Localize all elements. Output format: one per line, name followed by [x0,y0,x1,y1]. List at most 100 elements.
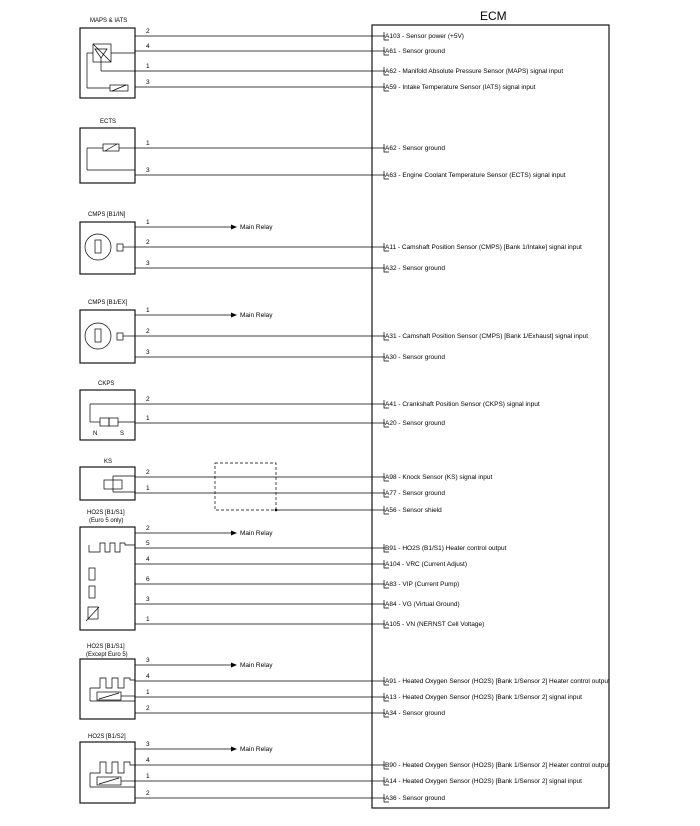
ecm-terminal-label: A62 - Sensor ground [385,145,445,152]
ecm-terminal-label: A59 - Intake Temperature Sensor (IATS) s… [385,84,536,91]
ecm-terminal-label: A32 - Sensor ground [385,265,445,272]
ecm-terminal-label: A62 - Manifold Absolute Pressure Sensor … [385,68,563,75]
ecm-terminal-label: A41 - Crankshaft Position Sensor (CKPS) … [385,401,540,408]
ecm-terminal-label: A105 - VN (NERNST Cell Voltage) [385,621,484,628]
terminal-bracket [383,47,389,56]
pin-number: 3 [146,596,150,603]
terminal-bracket [383,144,389,153]
terminal-bracket [383,353,389,362]
terminal-bracket [383,171,389,180]
terminal-bracket [383,544,389,553]
maps-sensor-box [79,27,136,99]
pin-number: 1 [146,773,150,780]
main-relay-label: Main Relay [240,530,273,537]
pin-number: 1 [146,415,150,422]
ecm-terminal-label: A30 - Sensor ground [385,354,445,361]
terminal-bracket [383,560,389,569]
terminal-bracket [383,794,389,803]
ecm-terminal-label: A13 - Heated Oxygen Sensor (HO2S) [Bank … [385,694,582,701]
ks-sensor-box [79,466,136,501]
ckps-sensor-box [79,389,136,441]
ecm-terminal-label: B90 - Heated Oxygen Sensor (HO2S) [Bank … [385,762,610,769]
arrow-right-icon [231,224,237,230]
terminal-bracket [383,709,389,718]
ecm-terminal-label: A34 - Sensor ground [385,710,445,717]
ecm-terminal-label: A84 - VG (Virtual Ground) [385,601,460,608]
terminal-bracket [383,419,389,428]
maps-element-icon [86,43,135,92]
ecm-terminal-label: A14 - Heated Oxygen Sensor (HO2S) [Bank … [385,778,582,785]
ks-piezo-icon [103,475,135,493]
ecm-terminal-label: A36 - Sensor ground [385,795,445,802]
terminal-bracket [383,506,389,515]
terminal-bracket [383,264,389,273]
ho2s-except-heater-icon [89,677,135,702]
pin-number: 2 [146,328,150,335]
ho2s-euro5-title: HO2S [B1/S1] [87,510,125,516]
ecm-title: ECM [480,9,507,23]
ecm-terminal-label: A77 - Sensor ground [385,490,445,497]
arrow-right-icon [231,530,237,536]
pin-number: 1 [146,63,150,70]
pin-number: 2 [146,396,150,403]
ckps-magnet-icon [89,403,135,427]
terminal-bracket [383,600,389,609]
ecm-terminal-label: B91 - HO2S (B1/S1) Heater control output [385,545,507,552]
pin-number: 3 [146,349,150,356]
terminal-bracket [383,580,389,589]
terminal-bracket [383,489,389,498]
terminal-bracket [383,83,389,92]
terminal-bracket [383,67,389,76]
pin-number: 4 [146,556,150,563]
ckps-pole-n: N [93,431,97,437]
pin-number: 2 [146,239,150,246]
ks-shield-icon [214,462,385,512]
ecm-terminal-label: A91 - Heated Oxygen Sensor (HO2S) [Bank … [385,678,610,685]
terminal-bracket [383,761,389,770]
pin-number: 3 [146,741,150,748]
ho2s-except-sensor-box [79,658,136,720]
cmps-ex-title: CMPS [B1/EX] [88,300,128,306]
ecm-terminal-label: A103 - Sensor power (+5V) [385,33,464,40]
ho2s-except-note: (Except Euro 5) [86,652,128,658]
main-relay-label: Main Relay [240,312,273,319]
pin-number: 2 [146,705,150,712]
pin-number: 3 [146,260,150,267]
cmps-ex-hall-icon [84,322,135,350]
terminal-bracket [383,32,389,41]
ecm-terminal-label: A11 - Camshaft Position Sensor (CMPS) [B… [385,244,582,251]
main-relay-label: Main Relay [240,224,273,231]
ckps-title: CKPS [98,381,114,387]
terminal-bracket [383,400,389,409]
main-relay-label: Main Relay [240,746,273,753]
cmps-in-sensor-box [79,221,136,275]
ects-sensor-box [79,127,136,184]
terminal-bracket [383,677,389,686]
pin-number: 4 [146,43,150,50]
ckps-pole-s: S [120,431,124,437]
terminal-bracket [383,473,389,482]
terminal-bracket [383,332,389,341]
ecm-terminal-label: A98 - Knock Sensor (KS) signal input [385,474,493,481]
